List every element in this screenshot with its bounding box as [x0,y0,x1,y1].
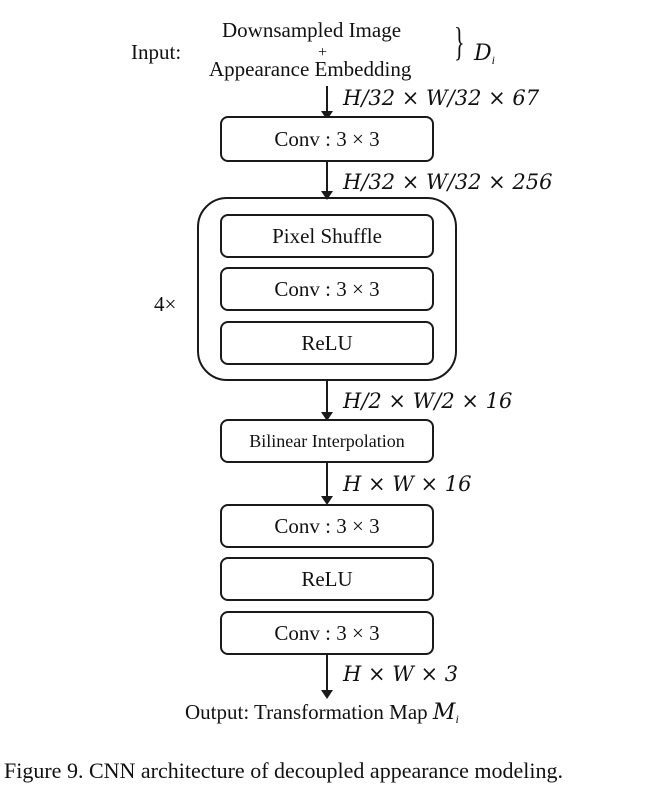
dim-label-2: H/32 × W/32 × 256 [343,170,553,194]
input-line-appearance-embedding: Appearance Embedding [209,57,412,81]
conv-block-loop: Conv : 3 × 3 [220,267,434,311]
input-line-downsampled-image: Downsampled Image [222,18,402,42]
arrow-bilinear-to-conv [321,463,333,505]
input-brace: } [454,19,465,64]
repeat-count-label: 4× [154,292,177,316]
dim-label-5: H × W × 3 [343,662,459,686]
repeat-group [197,197,457,381]
conv-block-2: Conv : 3 × 3 [220,504,434,548]
conv-block-3: Conv : 3 × 3 [220,611,434,655]
arrow-loop-to-bilinear [321,381,333,421]
input-plus-sign: + [318,44,328,61]
arrow-conv-to-output [321,655,333,699]
bilinear-interpolation-block: Bilinear Interpolation [220,419,434,463]
relu-block-2: ReLU [220,557,434,601]
conv-block-1: Conv : 3 × 3 [220,116,434,162]
figure-caption: Figure 9. CNN architecture of decoupled … [4,758,563,783]
output-label: Output: Transformation Map Mi [185,700,459,726]
dim-label-1: H/32 × W/32 × 67 [343,86,540,110]
arrow-input-to-conv [321,86,333,120]
dim-label-3: H/2 × W/2 × 16 [343,389,513,413]
input-label: Input: [131,40,182,64]
relu-block-loop: ReLU [220,321,434,365]
arrow-conv-to-loop [321,162,333,200]
dim-label-4: H × W × 16 [343,472,472,496]
input-dataset-symbol: Di [474,41,495,67]
pixel-shuffle-block: Pixel Shuffle [220,214,434,258]
